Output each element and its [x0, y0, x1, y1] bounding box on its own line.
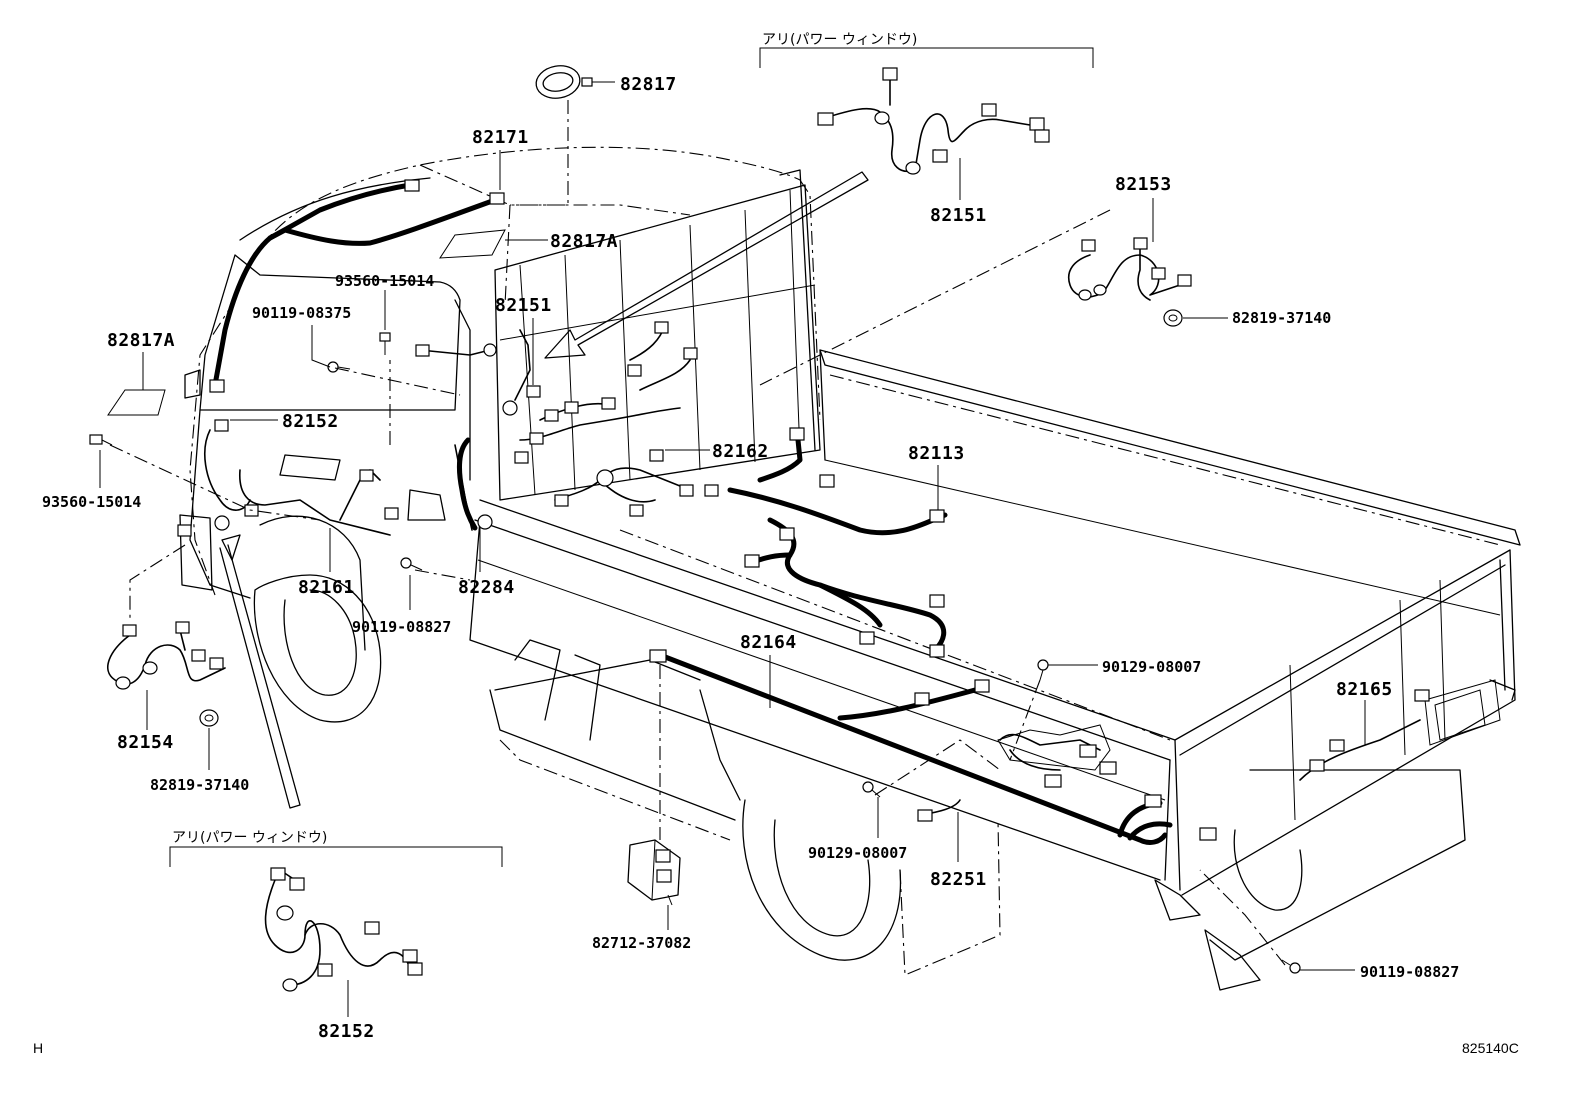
power-window-bracket-top: [759, 47, 1094, 68]
screw-90129-08007-right-icon: [1037, 659, 1049, 681]
screw-90119-08375-icon: [327, 361, 351, 373]
power-window-note-top: アリ(パワー ウィンドウ): [762, 32, 917, 48]
part-label-82171: 82171: [472, 127, 529, 148]
grommet-82819-left-icon: [199, 709, 219, 727]
corner-mark-left: H: [33, 1040, 43, 1056]
part-label-82251: 82251: [930, 869, 987, 890]
clip-93560-left-icon: [89, 434, 113, 446]
harness-82151-top-part: [817, 67, 1050, 175]
screw-90119-08827-mid-icon: [400, 557, 423, 571]
part-label-82152-mid: 82152: [282, 411, 339, 432]
part-label-82165: 82165: [1336, 679, 1393, 700]
harness-82153-part: [1068, 237, 1192, 301]
screw-90119-08827-right-icon: [1281, 959, 1301, 974]
fasteners: [89, 309, 1301, 974]
part-label-82153: 82153: [1115, 174, 1172, 195]
relay-82712-part: [627, 839, 681, 906]
part-label-82817a-top: 82817A: [550, 231, 618, 252]
floor-harness-82113: [727, 427, 948, 658]
power-window-bracket-bottom: [169, 846, 503, 867]
part-label-82817: 82817: [620, 74, 677, 95]
harness-82154-part: [106, 621, 226, 690]
leader-lines: [99, 81, 1366, 1017]
part-label-82152-bottom: 82152: [318, 1021, 375, 1042]
part-label-93560-15014-top: 93560-15014: [335, 272, 434, 290]
part-label-90119-08375: 90119-08375: [252, 304, 351, 322]
harness-82152-bottom-part: [264, 867, 423, 992]
part-label-82164: 82164: [740, 632, 797, 653]
cab-wiring: [177, 321, 719, 537]
part-label-90129-08007-mid: 90129-08007: [808, 844, 907, 862]
diagram-code: 825140C: [1462, 1040, 1519, 1056]
part-label-82154: 82154: [117, 732, 174, 753]
power-window-note-bottom: アリ(パワー ウィンドウ): [172, 830, 327, 846]
part-label-82151-top: 82151: [930, 205, 987, 226]
roof-harness-82171: [209, 179, 505, 393]
part-label-82819-37140-left: 82819-37140: [150, 776, 249, 794]
part-label-82161: 82161: [298, 577, 355, 598]
part-label-82712-37082: 82712-37082: [592, 934, 691, 952]
grommet-82819-right-icon: [1163, 309, 1183, 327]
pad-82817a-parts: [107, 229, 506, 416]
part-label-82284: 82284: [458, 577, 515, 598]
chassis-frame: [489, 639, 1516, 991]
frame-harness-82164: [649, 649, 1217, 845]
rear-wheel: [742, 799, 1303, 976]
direction-arrow: [544, 171, 869, 359]
screw-90129-08007-mid-icon: [862, 781, 881, 798]
rear-wiring: [917, 689, 1430, 822]
part-label-82819-37140-right: 82819-37140: [1232, 309, 1331, 327]
part-label-90119-08827-right: 90119-08827: [1360, 963, 1459, 981]
part-label-90129-08007-right: 90129-08007: [1102, 658, 1201, 676]
clip-93560-top-icon: [379, 332, 391, 355]
front-wheel: [219, 534, 382, 809]
part-label-82817a-left: 82817A: [107, 330, 175, 351]
part-label-82162: 82162: [712, 441, 769, 462]
part-label-93560-15014-left: 93560-15014: [42, 493, 141, 511]
grommet-82817-part: [535, 65, 593, 99]
part-label-82151-mid: 82151: [495, 295, 552, 316]
part-label-90119-08827-mid: 90119-08827: [352, 618, 451, 636]
part-label-82113: 82113: [908, 443, 965, 464]
cab-outline: [179, 146, 801, 651]
